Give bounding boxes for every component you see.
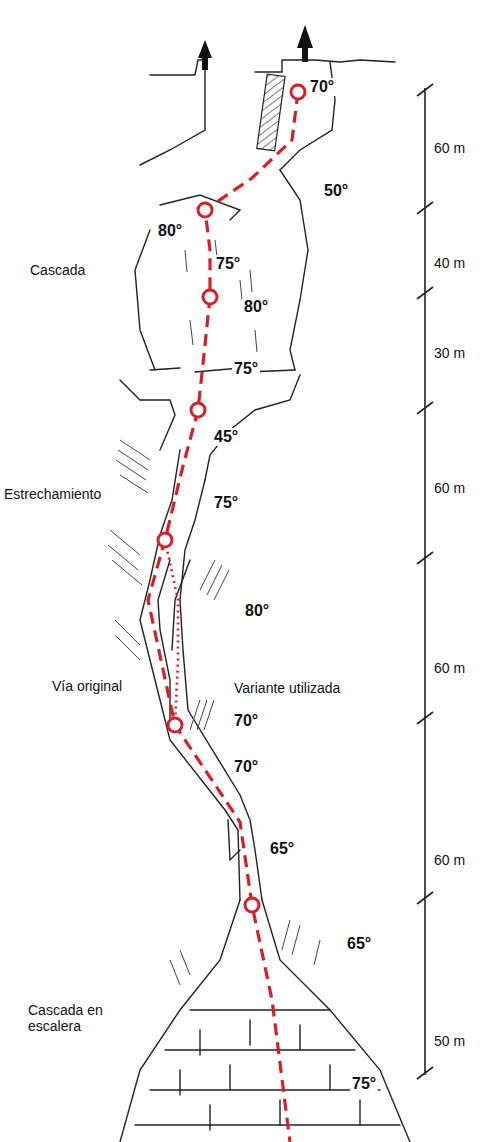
length-label: 40 m xyxy=(432,255,467,271)
angle-label: 65° xyxy=(268,840,296,858)
route-name: Vía original xyxy=(50,678,124,694)
rock-outline xyxy=(120,60,410,1142)
angle-label: 50° xyxy=(322,182,350,200)
length-label: 30 m xyxy=(432,345,467,361)
section-name: Cascada en escalera xyxy=(26,1002,122,1034)
angle-label: 80° xyxy=(243,602,271,620)
angle-label: 75° xyxy=(350,1075,378,1093)
length-label: 60 m xyxy=(432,480,467,496)
length-label: 60 m xyxy=(432,660,467,676)
belay-station xyxy=(158,85,305,912)
length-label: 50 m xyxy=(432,1033,467,1049)
angle-label: 80° xyxy=(156,222,184,240)
texture-strokes xyxy=(108,240,320,985)
route-name: Variante utilizada xyxy=(232,680,342,696)
tree-symbol xyxy=(198,25,313,70)
section-name: Cascada xyxy=(28,262,87,278)
length-scale xyxy=(417,84,433,1079)
angle-label: 75° xyxy=(232,360,260,378)
angle-label: 70° xyxy=(232,758,260,776)
angle-label: 75° xyxy=(214,255,242,273)
angle-label: 75° xyxy=(212,494,240,512)
angle-label: 70° xyxy=(308,78,336,96)
angle-label: 65° xyxy=(345,935,373,953)
angle-label: 80° xyxy=(242,298,270,316)
length-label: 60 m xyxy=(432,852,467,868)
section-name: Estrechamiento xyxy=(2,486,103,502)
angle-label: 70° xyxy=(232,712,260,730)
route-line xyxy=(148,92,298,1142)
length-label: 60 m xyxy=(432,140,467,156)
rock-block xyxy=(257,74,285,151)
angle-label: 45° xyxy=(212,428,240,446)
